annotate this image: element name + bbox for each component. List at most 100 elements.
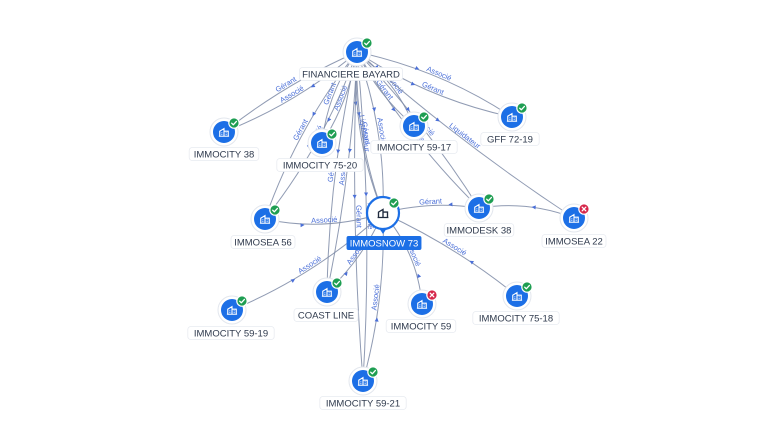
edge: Associé [264, 212, 384, 228]
edge-label: Liquidateur [357, 114, 372, 153]
node-label: GFF 72-19 [487, 135, 533, 146]
node-label: IMMOSEA 22 [545, 237, 603, 248]
node-label: IMMOCITY 59-19 [194, 329, 268, 340]
node-immocity5921[interactable]: IMMOCITY 59-21 [319, 366, 407, 410]
nodes-layer: FINANCIERE BAYARD IMMOCITY 38 IMMOCITY 75-… [187, 37, 607, 410]
check-badge-icon [367, 366, 379, 378]
building-icon [226, 305, 238, 315]
node-immocity5917[interactable]: IMMOCITY 59-17 [370, 111, 458, 154]
node-label-bg [187, 326, 275, 340]
center-label-bg [346, 236, 422, 250]
node-label-bg [298, 67, 403, 81]
center-label: IMMOSNOW 73 [350, 239, 419, 250]
node-label-bg [443, 223, 515, 237]
node-label: IMMOCITY 75-18 [479, 314, 553, 325]
node-immosea22[interactable]: IMMOSEA 22 [541, 203, 607, 248]
node-label-bg [480, 132, 540, 146]
edge-arrow [405, 106, 410, 112]
check-badge-icon [418, 111, 430, 123]
node-immocity7518[interactable]: IMMOCITY 75-18 [472, 281, 560, 325]
edge-arrow [327, 117, 332, 122]
edge-arrow [435, 117, 440, 122]
edge-label: Gérant [291, 117, 310, 142]
node-label: IMMOSEA 56 [234, 238, 292, 249]
node-gff7219[interactable]: GFF 72-19 [480, 102, 540, 146]
node-label-bg [276, 158, 364, 172]
edge-arrow [312, 111, 317, 117]
node-immocity5919[interactable]: IMMOCITY 59-19 [187, 295, 275, 340]
node-label-bg [385, 319, 457, 333]
building-icon [377, 208, 389, 219]
cross-badge-icon [578, 203, 590, 215]
node-label: IMMOCITY 59 [391, 322, 452, 333]
node-label-bg [370, 140, 458, 154]
edge-arrow [531, 205, 536, 210]
edge-arrow [364, 192, 369, 197]
edge-label: Associé [296, 254, 323, 276]
building-icon [351, 47, 363, 57]
edge-arrow [448, 202, 453, 207]
building-icon [568, 213, 580, 223]
edge-arrow [347, 148, 352, 153]
edge: Gérant [352, 51, 364, 382]
check-badge-icon [331, 277, 343, 289]
node-immocity7520[interactable]: IMMOCITY 75-20 [276, 128, 364, 172]
edge-arrow [290, 278, 296, 283]
edge-arrow [469, 260, 475, 265]
node-label: IMMOCITY 59-21 [326, 399, 400, 410]
edge-arrow [343, 271, 348, 277]
node-coastline[interactable]: COAST LINE [293, 277, 359, 322]
edge-line [356, 51, 513, 118]
cross-badge-icon [426, 289, 438, 301]
edge-line [382, 212, 518, 297]
building-icon [408, 121, 420, 131]
check-badge-icon [516, 102, 528, 114]
edge-label: Associé [375, 117, 388, 144]
edge-line [356, 51, 513, 118]
edge-arrow [372, 107, 377, 112]
node-label: IMMOCITY 75-20 [283, 161, 357, 172]
check-badge-icon [521, 281, 533, 293]
building-icon [473, 203, 485, 213]
check-badge-icon [483, 193, 495, 205]
edge-arrow [414, 66, 420, 70]
node-label-bg [319, 396, 407, 410]
check-badge-icon [228, 117, 240, 129]
node-label: IMMODESK 38 [447, 226, 512, 237]
building-icon [511, 291, 523, 301]
check-badge-icon [236, 295, 248, 307]
node-financiere[interactable]: FINANCIERE BAYARD [298, 37, 403, 81]
node-label: IMMOCITY 59-17 [377, 143, 451, 154]
node-immosea56[interactable]: IMMOSEA 56 [230, 204, 296, 249]
edge-arrow [310, 83, 316, 88]
edge-label: Associé [441, 236, 468, 257]
check-badge-icon [361, 37, 373, 49]
edge-label: Associé [425, 64, 453, 82]
node-label: COAST LINE [298, 311, 354, 322]
edge-arrow [374, 317, 379, 322]
edge-line [223, 51, 358, 133]
node-label-bg [188, 147, 260, 161]
node-immocity59[interactable]: IMMOCITY 59 [385, 289, 457, 333]
building-icon [357, 376, 369, 386]
check-badge-icon [269, 204, 281, 216]
edge-arrow [336, 149, 341, 154]
node-label-bg [230, 235, 296, 249]
edge-arrow [410, 81, 416, 86]
node-label-bg [472, 311, 560, 325]
node-center-immosnow73[interactable]: IMMOSNOW 73 [346, 195, 422, 250]
edge-label: Gérant [419, 196, 443, 206]
edge-line [231, 212, 384, 311]
node-immodesk38[interactable]: IMMODESK 38 [443, 193, 515, 237]
building-icon [218, 127, 230, 137]
edge-arrow [300, 223, 305, 228]
node-immocity38[interactable]: IMMOCITY 38 [188, 117, 260, 161]
edge-label: Associé [311, 215, 338, 225]
edge-arrow [417, 273, 422, 279]
edge-label: Associé [369, 284, 381, 311]
node-label-bg [541, 234, 607, 248]
check-badge-icon [388, 197, 400, 209]
building-icon [506, 112, 518, 122]
building-icon [316, 138, 328, 148]
